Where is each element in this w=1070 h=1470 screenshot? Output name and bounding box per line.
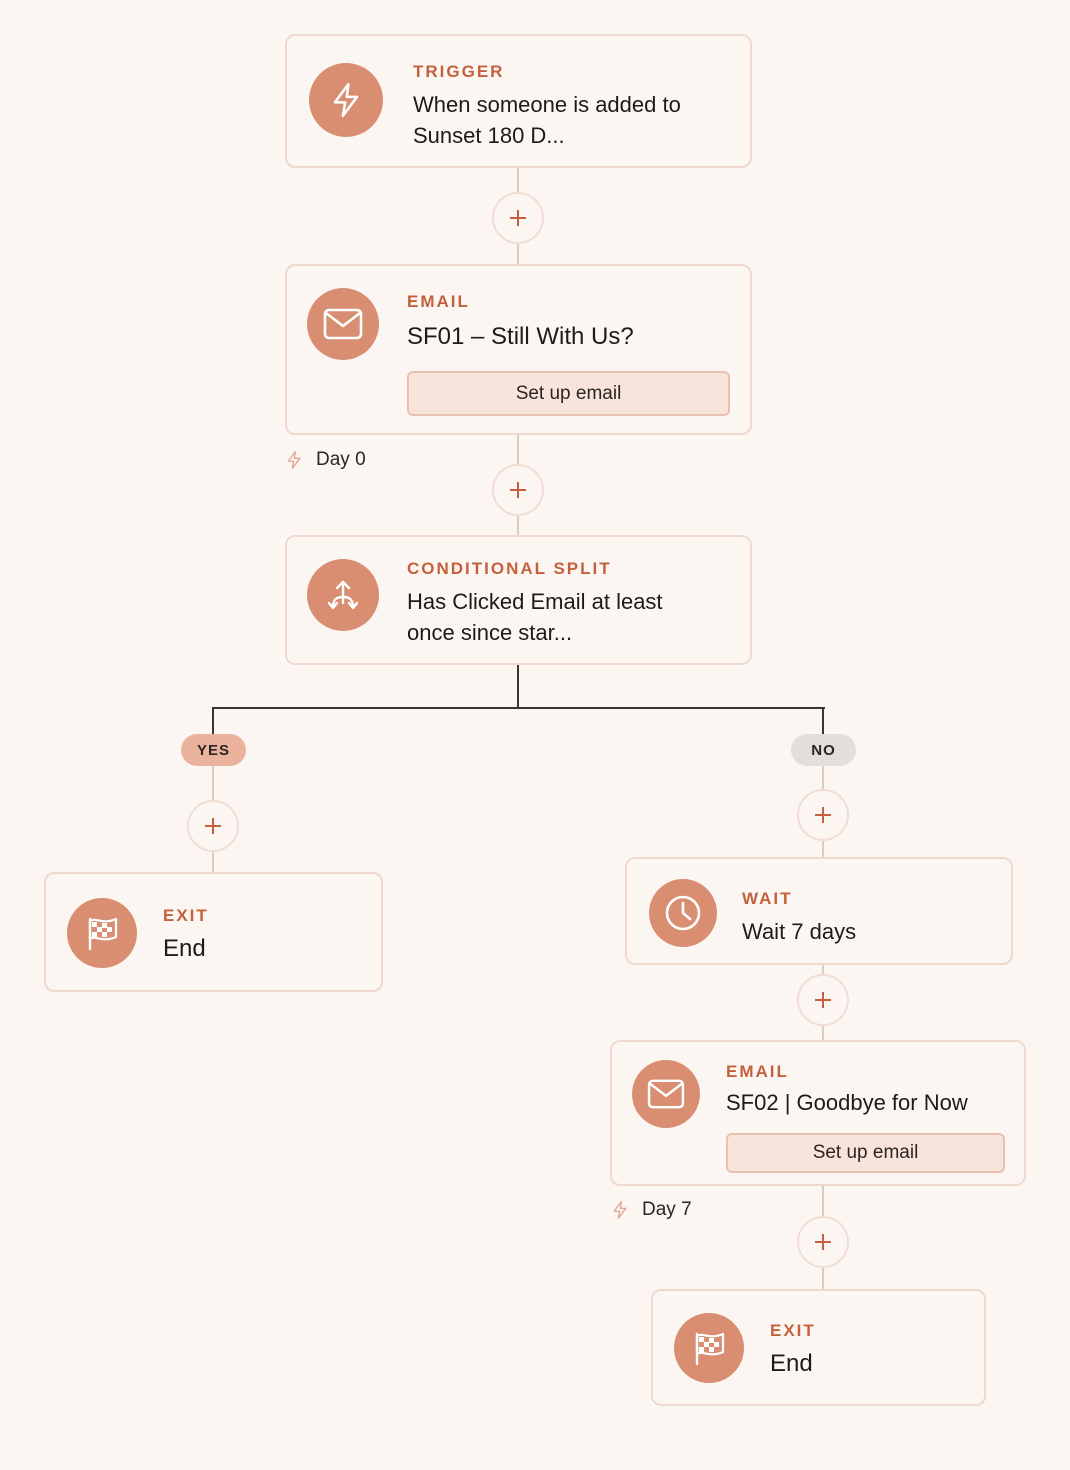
checkered-flag-icon bbox=[695, 1332, 725, 1366]
checkered-flag-icon bbox=[88, 917, 118, 951]
email-title: SF02 | Goodbye for Now bbox=[726, 1090, 968, 1115]
connector-no bbox=[822, 707, 824, 737]
no-branch-badge: NO bbox=[791, 734, 856, 766]
email-card-sf01[interactable]: EMAIL SF01 – Still With Us? Set up email bbox=[285, 264, 752, 435]
connector bbox=[517, 664, 519, 709]
add-step-button-no[interactable] bbox=[797, 789, 849, 841]
node-type-label: CONDITIONAL SPLIT bbox=[407, 559, 612, 578]
add-step-button[interactable] bbox=[797, 974, 849, 1026]
trigger-title-line2: Sunset 180 D... bbox=[413, 123, 565, 148]
plus-icon bbox=[205, 818, 221, 834]
envelope-icon bbox=[307, 288, 379, 360]
node-type-label: TRIGGER bbox=[413, 62, 505, 81]
lightning-icon bbox=[613, 1201, 627, 1219]
wait-title: Wait 7 days bbox=[742, 919, 857, 944]
node-type-label: WAIT bbox=[742, 889, 793, 908]
plus-icon bbox=[510, 210, 526, 226]
checkered-flag-icon bbox=[67, 898, 137, 968]
plus-icon bbox=[815, 1234, 831, 1250]
conditional-split-card[interactable]: CONDITIONAL SPLIT Has Clicked Email at l… bbox=[285, 535, 752, 665]
add-step-button[interactable] bbox=[492, 464, 544, 516]
lightning-icon bbox=[287, 451, 301, 469]
plus-icon bbox=[815, 807, 831, 823]
exit-title: End bbox=[163, 935, 206, 962]
trigger-card[interactable]: TRIGGER When someone is added to Sunset … bbox=[285, 34, 752, 168]
lightning-icon bbox=[309, 63, 383, 137]
exit-card-yes[interactable]: EXIT End bbox=[44, 872, 383, 992]
node-type-label: EMAIL bbox=[726, 1062, 789, 1081]
split-arrows-icon bbox=[307, 559, 379, 631]
split-condition-line1: Has Clicked Email at least bbox=[407, 589, 663, 614]
clock-icon bbox=[649, 879, 717, 947]
day-label: Day 7 bbox=[610, 1198, 692, 1222]
set-up-email-button[interactable]: Set up email bbox=[407, 371, 730, 416]
plus-icon bbox=[815, 992, 831, 1008]
exit-card-no[interactable]: EXIT End bbox=[651, 1289, 986, 1406]
add-step-button[interactable] bbox=[492, 192, 544, 244]
day-text: Day 0 bbox=[316, 449, 366, 470]
envelope-icon bbox=[632, 1060, 700, 1128]
yes-branch-badge: YES bbox=[181, 734, 246, 766]
node-type-label: EXIT bbox=[770, 1321, 816, 1340]
exit-title: End bbox=[770, 1350, 813, 1377]
add-step-button[interactable] bbox=[797, 1216, 849, 1268]
node-type-label: EXIT bbox=[163, 906, 209, 925]
day-text: Day 7 bbox=[642, 1199, 692, 1220]
branch-connector bbox=[212, 707, 825, 709]
email-card-sf02[interactable]: EMAIL SF02 | Goodbye for Now Set up emai… bbox=[610, 1040, 1026, 1186]
plus-icon bbox=[510, 482, 526, 498]
wait-card[interactable]: WAIT Wait 7 days bbox=[625, 857, 1013, 965]
day-label: Day 0 bbox=[284, 448, 366, 472]
email-title: SF01 – Still With Us? bbox=[407, 323, 634, 350]
connector-yes bbox=[212, 707, 214, 737]
checkered-flag-icon bbox=[674, 1313, 744, 1383]
set-up-email-button[interactable]: Set up email bbox=[726, 1133, 1005, 1173]
trigger-title-line1: When someone is added to bbox=[413, 92, 681, 117]
node-type-label: EMAIL bbox=[407, 292, 470, 311]
add-step-button-yes[interactable] bbox=[187, 800, 239, 852]
split-condition-line2: once since star... bbox=[407, 620, 573, 645]
